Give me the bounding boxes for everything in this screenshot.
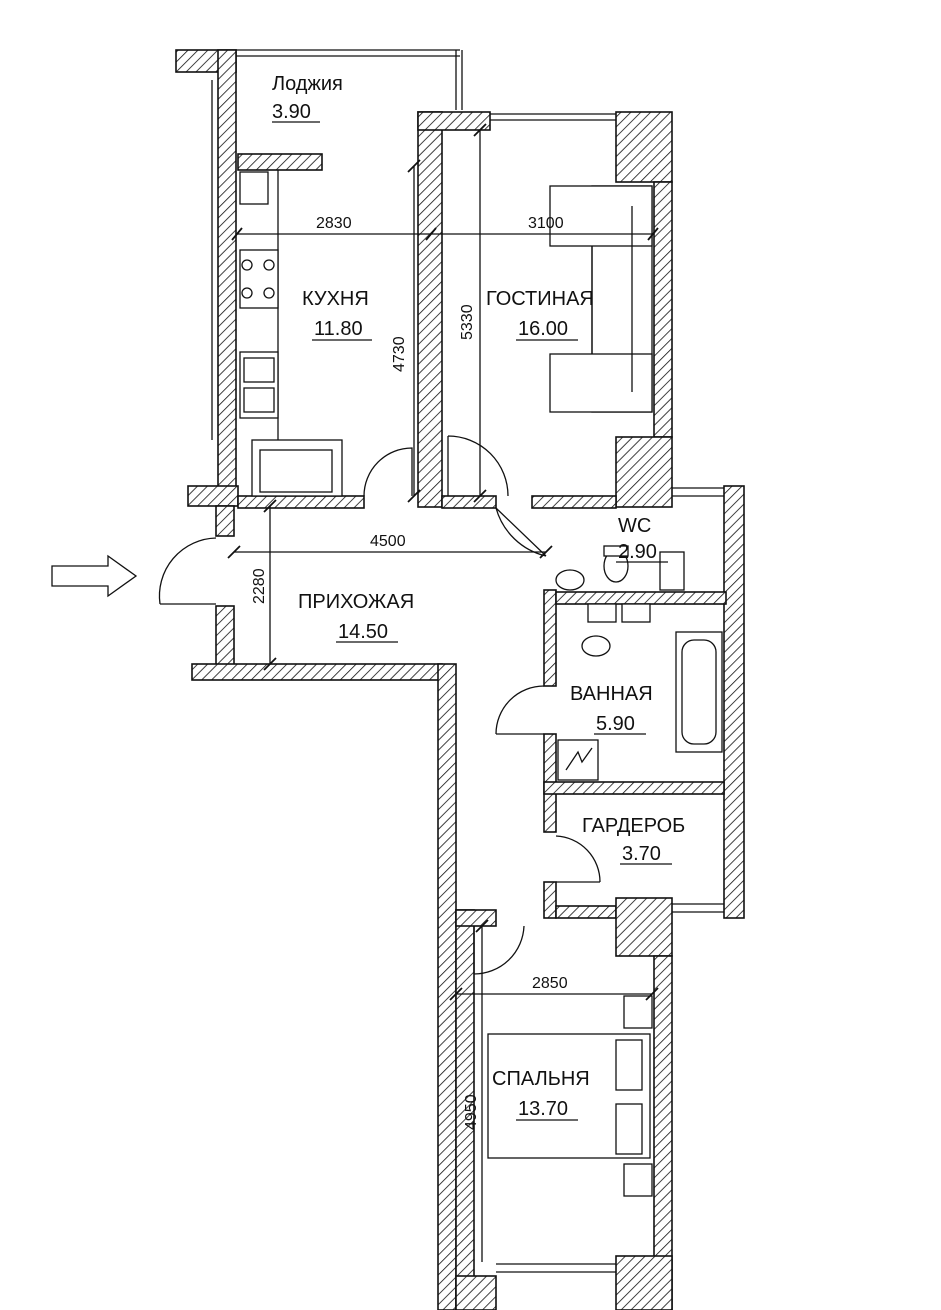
room-labels: Лоджия 3.90 КУХНЯ 11.80 ГОСТИНАЯ 16.00 W… bbox=[272, 73, 685, 1121]
living-width-label: 3100 bbox=[528, 215, 564, 232]
dimension-labels: 2830 3100 4730 5330 4500 2280 2850 4950 bbox=[251, 215, 568, 1130]
wc-name: WC bbox=[618, 515, 651, 537]
hall-name: ПРИХОЖАЯ bbox=[298, 591, 414, 613]
kitchen-length-label: 4730 bbox=[391, 336, 408, 372]
hall-width-label: 4500 bbox=[370, 533, 406, 550]
loggia-name: Лоджия bbox=[272, 73, 343, 95]
kitchen-area: 11.80 bbox=[314, 318, 363, 340]
wardrobe-area: 3.70 bbox=[622, 843, 661, 865]
living-area: 16.00 bbox=[518, 318, 568, 340]
bedroom-length-label: 4950 bbox=[463, 1094, 480, 1130]
loggia-area: 3.90 bbox=[272, 101, 311, 123]
bedroom-width-label: 2850 bbox=[532, 975, 568, 992]
dimension-lines bbox=[234, 130, 654, 1262]
bathroom-area: 5.90 bbox=[596, 713, 635, 735]
hall-depth-label: 2280 bbox=[251, 568, 268, 604]
bedroom-area: 13.70 bbox=[518, 1098, 568, 1120]
kitchen-width-label: 2830 bbox=[316, 215, 352, 232]
wardrobe-name: ГАРДЕРОБ bbox=[582, 815, 685, 837]
kitchen-furniture bbox=[239, 170, 343, 497]
living-length-label: 5330 bbox=[459, 304, 476, 340]
sanitary-fixtures bbox=[555, 545, 723, 781]
living-furniture bbox=[549, 185, 653, 413]
kitchen-name: КУХНЯ bbox=[302, 288, 369, 310]
windows bbox=[211, 49, 724, 1273]
wc-area: 2.90 bbox=[618, 541, 657, 563]
bedroom-name: СПАЛЬНЯ bbox=[492, 1068, 590, 1090]
bedroom-furniture bbox=[487, 995, 653, 1197]
bathroom-name: ВАННАЯ bbox=[570, 683, 653, 705]
walls bbox=[175, 49, 745, 1310]
doors bbox=[158, 435, 601, 975]
entrance-arrow-icon bbox=[51, 554, 138, 598]
dimension-ticks bbox=[227, 123, 659, 1001]
hall-area: 14.50 bbox=[338, 621, 388, 643]
living-name: ГОСТИНАЯ bbox=[486, 288, 594, 310]
